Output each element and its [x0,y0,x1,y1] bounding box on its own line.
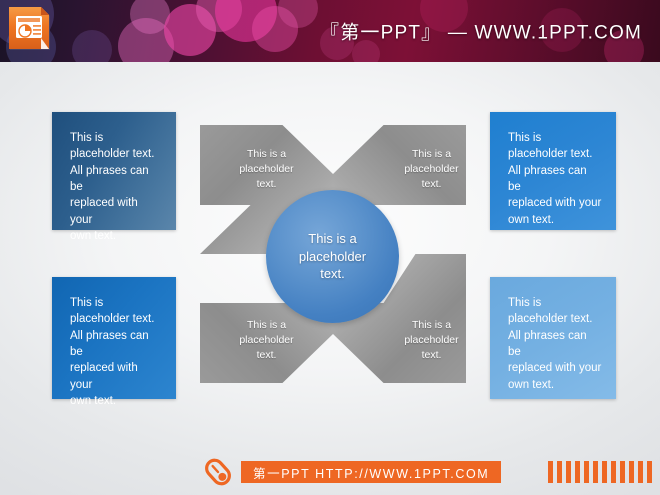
powerpoint-document-icon[interactable] [8,6,52,52]
text-box-top-right[interactable]: This is placeholder text. All phrases ca… [490,112,616,230]
text-box-bottom-left[interactable]: This is placeholder text. All phrases ca… [52,277,176,407]
center-circle-label: This is a placeholder text. [298,231,367,282]
footer-bar-tick [593,461,598,483]
arrow-label: This is a placeholder text. [404,319,459,362]
footer-bars [548,461,652,483]
header-title: 『第一PPT』 — WWW.1PPT.COM [320,22,642,44]
bokeh-circle [130,0,170,34]
footer-bar-tick [611,461,616,483]
arrow-label: This is a placeholder text. [239,148,294,191]
bokeh-circle [196,0,242,32]
text-box-top-left[interactable]: This is placeholder text. All phrases ca… [52,112,176,242]
bokeh-circle [72,30,112,62]
footer-bar-tick [584,461,589,483]
footer-bar-tick [629,461,634,483]
text-box-label: This is placeholder text. All phrases ca… [70,132,155,242]
bokeh-circle [118,18,174,62]
header-banner: 『第一PPT』 — WWW.1PPT.COM [0,0,660,62]
arrow-label: This is a placeholder text. [404,148,459,191]
footer-bar-tick [557,461,562,483]
text-box-label: This is placeholder text. All phrases ca… [508,132,602,226]
text-box-label: This is placeholder text. All phrases ca… [70,297,155,407]
footer-bar-tick [638,461,643,483]
footer-bar: 第一PPT HTTP://WWW.1PPT.COM [0,451,660,495]
footer-bar-tick [647,461,652,483]
bokeh-circle [252,6,298,52]
text-box-label: This is placeholder text. All phrases ca… [508,297,602,391]
arrow-label: This is a placeholder text. [239,319,294,362]
pen-icon [205,458,231,486]
footer-bar-tick [620,461,625,483]
footer-bar-tick [548,461,553,483]
footer-bar-tick [575,461,580,483]
footer-bar-tick [566,461,571,483]
bokeh-circle [164,4,216,56]
bokeh-circle [215,0,277,42]
bokeh-circle [278,0,318,28]
footer-bar-tick [602,461,607,483]
text-box-bottom-right[interactable]: This is placeholder text. All phrases ca… [490,277,616,399]
center-circle[interactable]: This is a placeholder text. [266,190,399,323]
footer-label: 第一PPT HTTP://WWW.1PPT.COM [241,461,502,483]
